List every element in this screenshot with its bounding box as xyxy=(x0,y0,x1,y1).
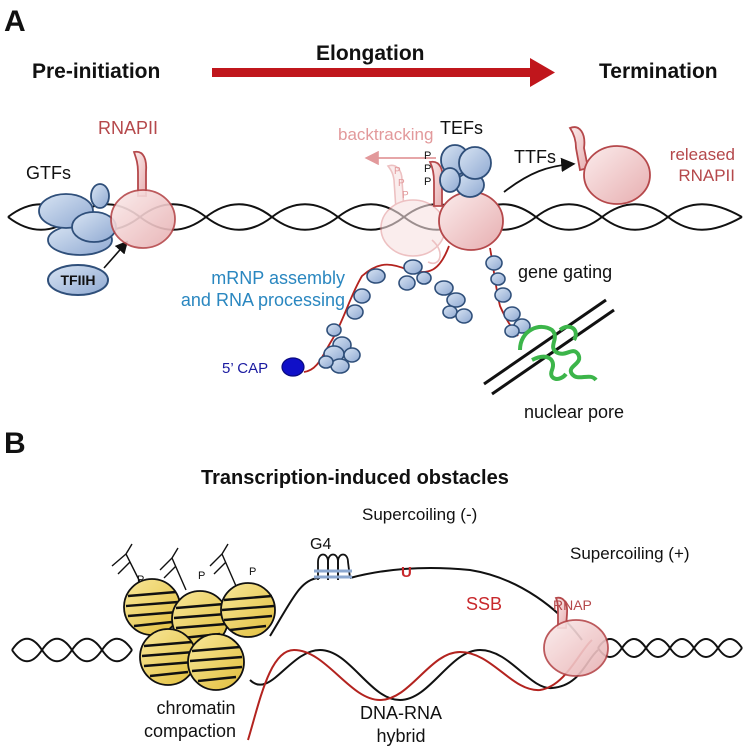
panel-b-letter: B xyxy=(4,427,26,460)
nucleosome-4 xyxy=(139,628,197,686)
chromatin-label-1: chromatin xyxy=(156,698,235,718)
ghost-phospho-2: P xyxy=(398,178,405,189)
tfiih-arrow xyxy=(103,240,129,269)
gtfs-complex xyxy=(38,183,117,256)
panel-a-letter: A xyxy=(4,5,26,38)
dna-nontemplate-strand xyxy=(269,567,583,641)
rna-hybrid-strand xyxy=(247,639,593,741)
mrnp-label-2: and RNA processing xyxy=(181,290,345,310)
rnapii-label: RNAPII xyxy=(98,118,158,138)
tail-phospho-3: P xyxy=(249,566,256,578)
tefs-complex xyxy=(439,144,492,198)
nucleosomes xyxy=(123,578,276,691)
dna-helix-b-right xyxy=(597,638,743,658)
supercoil-pos-label: Supercoiling (+) xyxy=(570,544,690,563)
ttfs-label: TTFs xyxy=(514,147,556,167)
chromatin-label-2: compaction xyxy=(144,721,236,741)
tfiih-label: TFIIH xyxy=(61,272,96,288)
stage-termination: Termination xyxy=(599,60,718,83)
g4-quadruplex xyxy=(314,553,352,580)
cap-structure xyxy=(281,357,305,377)
nuclear-pore-label: nuclear pore xyxy=(524,402,624,422)
rnapii-preinitiation xyxy=(110,150,176,249)
phospho-2: P xyxy=(424,163,431,175)
supercoil-neg-label: Supercoiling (-) xyxy=(362,505,477,524)
tail-phospho-1: P xyxy=(137,574,144,586)
phospho-3: P xyxy=(424,176,431,188)
ghost-phospho-1: P xyxy=(394,166,401,177)
tfiih-factor xyxy=(47,264,109,296)
phospho-1: P xyxy=(424,150,431,162)
backtracking-label: backtracking xyxy=(338,125,433,144)
hybrid-label-2: hybrid xyxy=(376,726,425,746)
hybrid-label-1: DNA-RNA xyxy=(360,703,442,723)
nucleosome-5 xyxy=(187,633,245,691)
dna-helix-b-left xyxy=(11,637,133,663)
ttfs-arrow xyxy=(503,157,576,193)
rnap-b xyxy=(543,596,609,677)
stage-preinitiation: Pre-initiation xyxy=(32,60,160,83)
tail-phospho-2: P xyxy=(198,570,205,582)
ssb-label: SSB xyxy=(466,594,502,614)
mrnp-proteins xyxy=(318,255,531,374)
elongation-arrow xyxy=(212,58,555,87)
nucleosome-3 xyxy=(220,582,276,638)
released-rnapii xyxy=(568,126,651,205)
tefs-label: TEFs xyxy=(440,118,483,138)
stage-elongation: Elongation xyxy=(316,42,425,65)
ghost-phospho-3: P xyxy=(402,190,409,201)
nucleosome-1 xyxy=(123,578,181,636)
cap-label: 5’ CAP xyxy=(222,360,268,377)
panel-b-title: Transcription-induced obstacles xyxy=(201,467,509,489)
released-label-1: released xyxy=(670,145,735,164)
uracil-label: U xyxy=(401,564,412,581)
gtfs-label: GTFs xyxy=(26,163,71,183)
nuclear-pore xyxy=(483,298,615,396)
released-label-2: RNAPII xyxy=(678,166,735,185)
rnap-label: RNAP xyxy=(553,597,592,613)
g4-label: G4 xyxy=(310,536,331,553)
histone-tails xyxy=(111,543,237,591)
gene-gating-label: gene gating xyxy=(518,262,612,282)
mrnp-label-1: mRNP assembly xyxy=(211,268,345,288)
